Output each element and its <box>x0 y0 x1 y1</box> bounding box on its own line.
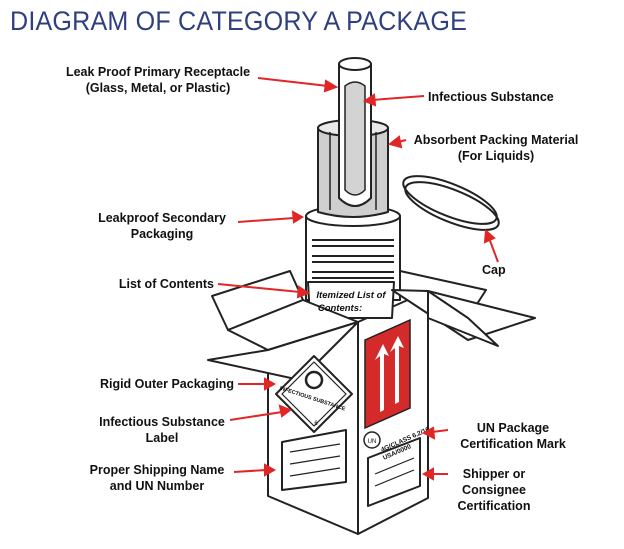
label-rigid-outer-packaging: Rigid Outer Packaging <box>99 377 234 391</box>
label-shipper-certification: Shipper or Consignee Certification <box>457 467 531 513</box>
arrow-label <box>229 411 283 421</box>
cap <box>402 175 500 231</box>
arrow-un <box>431 429 449 433</box>
primary-receptacle <box>338 57 372 207</box>
arrow-primary <box>257 77 329 87</box>
label-un-certification: UN Package Certification Mark <box>460 421 566 451</box>
outer-box-front-right-flap <box>427 290 499 347</box>
outer-box-front-flap-lower <box>207 321 359 381</box>
arrow-secondary <box>237 217 295 223</box>
shipper-certification-box <box>367 437 421 507</box>
page-title: DIAGRAM OF CATEGORY A PACKAGE <box>10 6 468 36</box>
label-infectious-substance-label: Infectious Substance Label <box>99 415 225 445</box>
un-symbol-text: UN <box>368 439 377 445</box>
label-cap: Cap <box>482 263 506 277</box>
orientation-arrows-label <box>364 318 411 430</box>
un-symbol <box>363 431 381 449</box>
label-list-of-contents: List of Contents <box>118 277 214 291</box>
itemized-text-line-2: Contents: <box>318 303 362 314</box>
itemized-text-line-1: Itemized List of <box>316 290 386 301</box>
arrow-infectious <box>371 95 425 101</box>
label-infectious-substance: Infectious Substance <box>428 90 554 104</box>
arrow-contents <box>217 283 301 293</box>
arrow-cap <box>488 237 499 263</box>
arrow-shipping <box>233 469 267 473</box>
label-absorbent-packing: Absorbent Packing Material (For Liquids) <box>413 133 579 163</box>
diamond-class-text: 6 <box>314 421 318 427</box>
infectious-substance-diamond <box>275 355 353 433</box>
label-primary-receptacle: Leak Proof Primary Receptacle (Glass, Me… <box>65 65 251 95</box>
label-secondary-packaging: Leakproof Secondary Packaging <box>98 211 226 241</box>
label-shipping-name: Proper Shipping Name and UN Number <box>89 463 225 493</box>
